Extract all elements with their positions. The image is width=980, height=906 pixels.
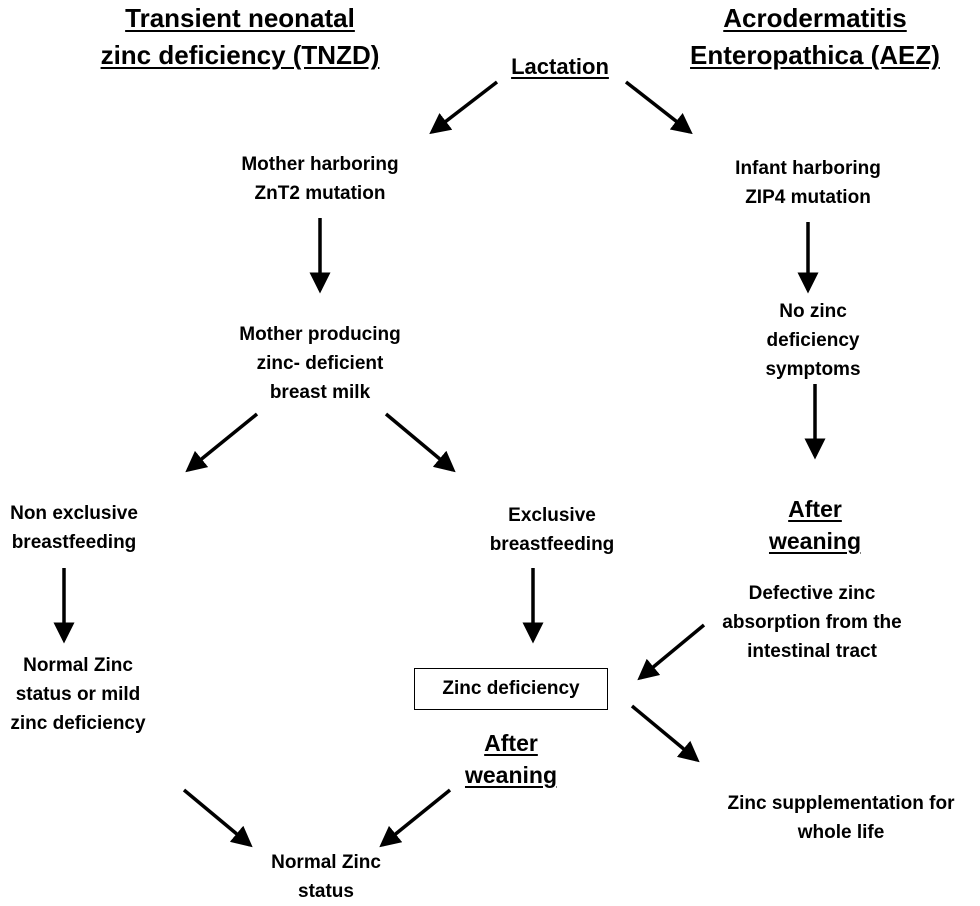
lactation-label: Lactation [511, 54, 609, 79]
no-symptoms-line-3: symptoms [765, 359, 861, 380]
heading-aez-line-2: Enteropathica (AEZ) [690, 40, 940, 70]
heading-aez: Acrodermatitis Enteropathica (AEZ) [650, 0, 980, 74]
heading-tnzd: Transient neonatal zinc deficiency (TNZD… [30, 0, 450, 74]
arrow-after-weaning-to-normal-status [379, 788, 452, 848]
mother-znt2-line-2: ZnT2 mutation [254, 183, 386, 204]
mother-znt2-line-1: Mother harboring [241, 154, 399, 175]
heading-tnzd-line-2: zinc deficiency (TNZD) [100, 40, 380, 70]
supplementation-line-2: whole life [797, 822, 885, 843]
node-infant-zip4: Infant harboring ZIP4 mutation [700, 154, 916, 212]
exclusive-line-2: breastfeeding [489, 534, 615, 555]
defective-absorption-line-3: intestinal tract [747, 641, 877, 662]
infant-zip4-line-1: Infant harboring [735, 158, 881, 179]
after-weaning-right-line-1: After [788, 496, 842, 522]
infant-zip4-line-2: ZIP4 mutation [745, 187, 871, 208]
mother-milk-line-3: breast milk [269, 382, 371, 403]
node-exclusive: Exclusive breastfeeding [462, 501, 642, 559]
node-normal-status: Normal Zinc status [256, 848, 396, 906]
node-mother-milk: Mother producing zinc- deficient breast … [207, 320, 433, 407]
normal-or-mild-line-1: Normal Zinc [23, 655, 133, 676]
after-weaning-center-line-2: weaning [464, 762, 557, 788]
arrow-lactation-to-mother [429, 80, 499, 135]
node-supplementation: Zinc supplementation for whole life [712, 789, 970, 847]
node-non-exclusive: Non exclusive breastfeeding [0, 499, 148, 557]
arrow-milk-to-exclusive [384, 412, 456, 473]
mother-milk-line-1: Mother producing [239, 324, 401, 345]
node-after-weaning-center: After weaning [441, 727, 581, 791]
defective-absorption-line-1: Defective zinc [748, 583, 876, 604]
supplementation-line-1: Zinc supplementation for [727, 793, 955, 814]
non-exclusive-line-2: breastfeeding [11, 532, 137, 553]
node-normal-or-mild: Normal Zinc status or mild zinc deficien… [0, 651, 156, 738]
heading-tnzd-line-1: Transient neonatal [125, 3, 355, 33]
node-defective-absorption: Defective zinc absorption from the intes… [697, 579, 927, 666]
arrow-normal-mild-to-normal-status [182, 788, 253, 848]
normal-or-mild-line-3: zinc deficiency [10, 713, 146, 734]
non-exclusive-line-1: Non exclusive [10, 503, 138, 524]
node-no-symptoms: No zinc deficiency symptoms [730, 297, 896, 384]
node-mother-znt2: Mother harboring ZnT2 mutation [207, 150, 433, 208]
after-weaning-center-line-1: After [484, 730, 538, 756]
exclusive-line-1: Exclusive [508, 505, 596, 526]
node-after-weaning-right: After weaning [745, 493, 885, 557]
no-symptoms-line-2: deficiency [766, 330, 860, 351]
zinc-deficiency-label: Zinc deficiency [442, 678, 580, 699]
arrow-lactation-to-infant [624, 80, 693, 135]
normal-status-line-2: status [298, 881, 354, 902]
heading-aez-line-1: Acrodermatitis [723, 3, 907, 33]
normal-or-mild-line-2: status or mild [15, 684, 141, 705]
after-weaning-right-line-2: weaning [768, 528, 861, 554]
defective-absorption-line-2: absorption from the [722, 612, 902, 633]
no-symptoms-line-1: No zinc [779, 301, 847, 322]
mother-milk-line-2: zinc- deficient [256, 353, 384, 374]
arrow-zinc-deficiency-to-supplementation [630, 704, 700, 763]
node-zinc-deficiency: Zinc deficiency [414, 668, 608, 710]
normal-status-line-1: Normal Zinc [271, 852, 381, 873]
arrow-defective-to-zinc-deficiency [637, 623, 706, 681]
arrow-milk-to-non-exclusive [185, 412, 259, 473]
node-lactation: Lactation [480, 52, 640, 81]
